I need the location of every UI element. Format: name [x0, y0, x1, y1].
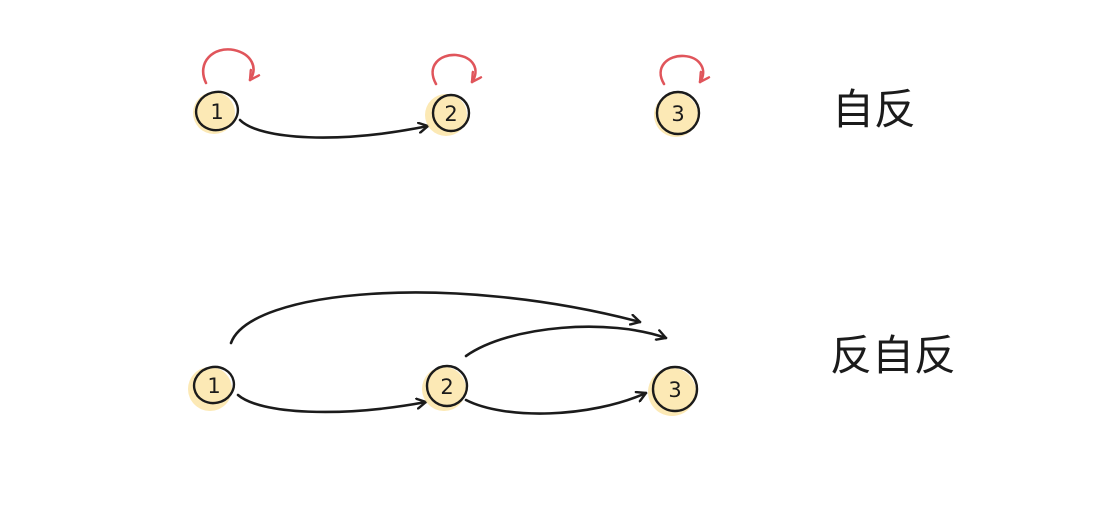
edge-1-to-2 — [236, 393, 428, 414]
row-label-reflexive: 自反 — [832, 85, 916, 134]
node-1: 1 — [188, 365, 236, 411]
node-label: 1 — [207, 374, 220, 398]
self-loop-2 — [431, 53, 476, 86]
row-label-irreflexive: 反自反 — [830, 331, 956, 380]
node-2: 2 — [422, 364, 469, 411]
node-3: 3 — [648, 365, 699, 416]
edge-2-to-3-upper — [464, 325, 668, 358]
node-2: 2 — [425, 93, 471, 136]
edge-2-to-3-lower — [464, 393, 648, 415]
node-3: 3 — [654, 90, 701, 137]
row-irreflexive: 1 2 3 反自反 — [188, 291, 956, 416]
node-1: 1 — [193, 90, 240, 134]
row-reflexive: 1 2 3 自反 — [193, 48, 916, 139]
edge-1-to-3 — [229, 291, 642, 345]
edge-1-to-2 — [238, 118, 430, 139]
self-loop-1 — [201, 48, 253, 85]
node-label: 2 — [444, 102, 457, 126]
self-loop-3 — [659, 54, 703, 86]
node-label: 3 — [668, 378, 681, 402]
node-label: 2 — [440, 375, 453, 399]
node-label: 1 — [210, 100, 223, 124]
node-label: 3 — [671, 102, 684, 126]
